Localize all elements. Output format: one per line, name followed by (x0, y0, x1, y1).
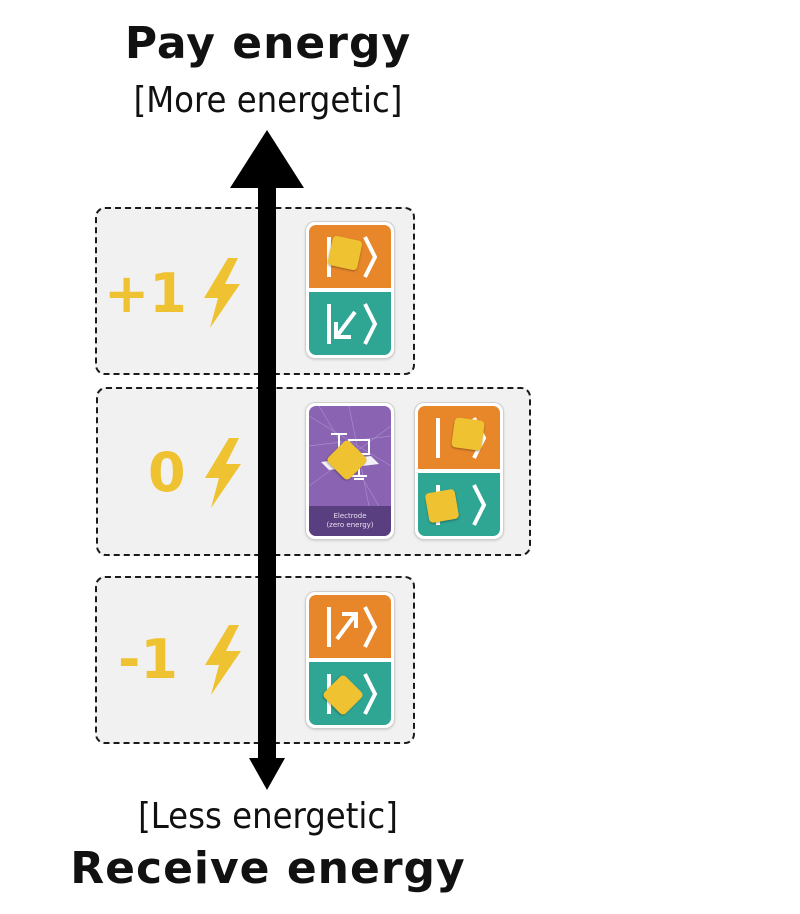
electrode-caption-line1: Electrode (333, 512, 367, 520)
level-label-plus1: +1 (104, 262, 187, 325)
top-subtitle: [More energetic] (133, 80, 403, 121)
transition-card (415, 403, 503, 539)
transition-card (306, 222, 394, 358)
card-top-half (309, 595, 391, 658)
bottom-subtitle: [Less energetic] (138, 796, 398, 837)
bracket-up-right-arrow-icon (327, 606, 378, 648)
card-bottom-half (309, 292, 391, 355)
electrode-card-face: Electrode (zero energy) (309, 406, 391, 536)
lightning-bolt-icon (204, 258, 240, 328)
bracket-down-left-arrow-icon (327, 303, 378, 345)
electrode-card: Electrode (zero energy) (306, 403, 394, 539)
lightning-bolt-icon (205, 438, 241, 508)
electrode-caption: Electrode (zero energy) (309, 506, 391, 536)
top-title: Pay energy (124, 18, 412, 69)
level-label-minus1: -1 (118, 628, 178, 691)
lightning-bolt-icon (205, 625, 241, 695)
transition-card (306, 592, 394, 728)
electrode-caption-line2: (zero energy) (326, 521, 374, 529)
level-label-zero: 0 (148, 441, 186, 504)
bottom-title: Receive energy (70, 843, 466, 894)
card-top-half (418, 406, 500, 469)
